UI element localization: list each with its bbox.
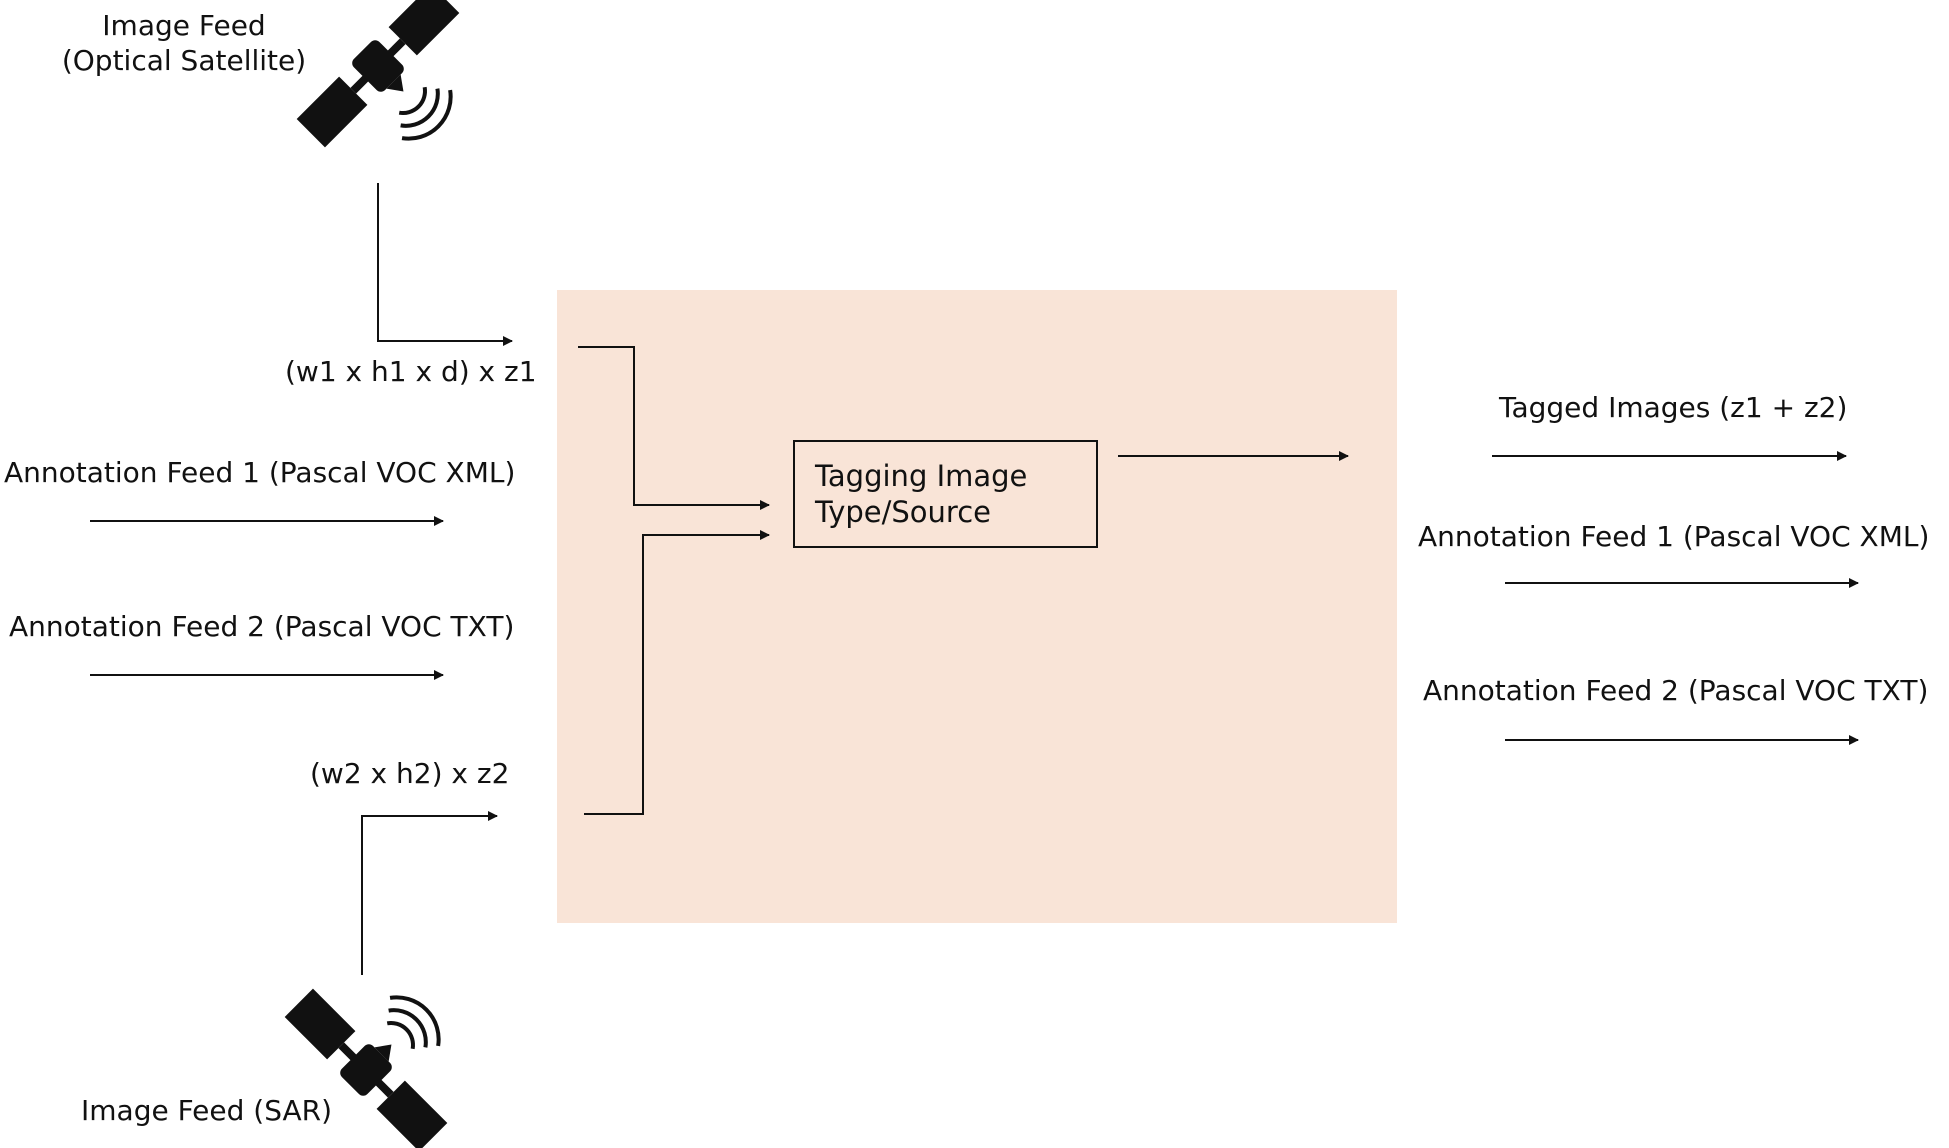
optical-dims-label: (w1 x h1 x d) x z1 xyxy=(285,355,537,388)
processing-panel xyxy=(557,290,1397,923)
optical-to-tagging-connector xyxy=(578,346,770,510)
annotation-feed-2-output-label: Annotation Feed 2 (Pascal VOC TXT) xyxy=(1423,674,1929,707)
optical-feed-label-line2: (Optical Satellite) xyxy=(61,44,307,77)
annotation-feed-2-input-label: Annotation Feed 2 (Pascal VOC TXT) xyxy=(9,610,515,643)
satellite-icon xyxy=(296,0,460,148)
sar-feed-label: Image Feed (SAR) xyxy=(81,1094,333,1127)
tagging-box-label-line1: Tagging Image xyxy=(815,459,1028,493)
optical-feed-label-line1: Image Feed xyxy=(102,9,266,42)
tagging-box-label-line2: Type/Source xyxy=(815,495,991,530)
sar-dims-label: (w2 x h2) x z2 xyxy=(310,757,510,790)
annotation-feed-1-input-label: Annotation Feed 1 (Pascal VOC XML) xyxy=(4,456,516,489)
optical-feed-connector xyxy=(377,183,513,346)
sar-to-tagging-connector xyxy=(584,530,770,815)
tagged-images-output-label: Tagged Images (z1 + z2) xyxy=(1499,391,1848,424)
annotation-feed-1-output-label: Annotation Feed 1 (Pascal VOC XML) xyxy=(1418,520,1930,553)
satellite-icon xyxy=(284,988,448,1148)
tagging-process-box: Tagging Image Type/Source xyxy=(793,440,1098,548)
sar-feed-connector xyxy=(361,811,498,975)
optical-feed-label: Image Feed (Optical Satellite) xyxy=(60,8,308,78)
